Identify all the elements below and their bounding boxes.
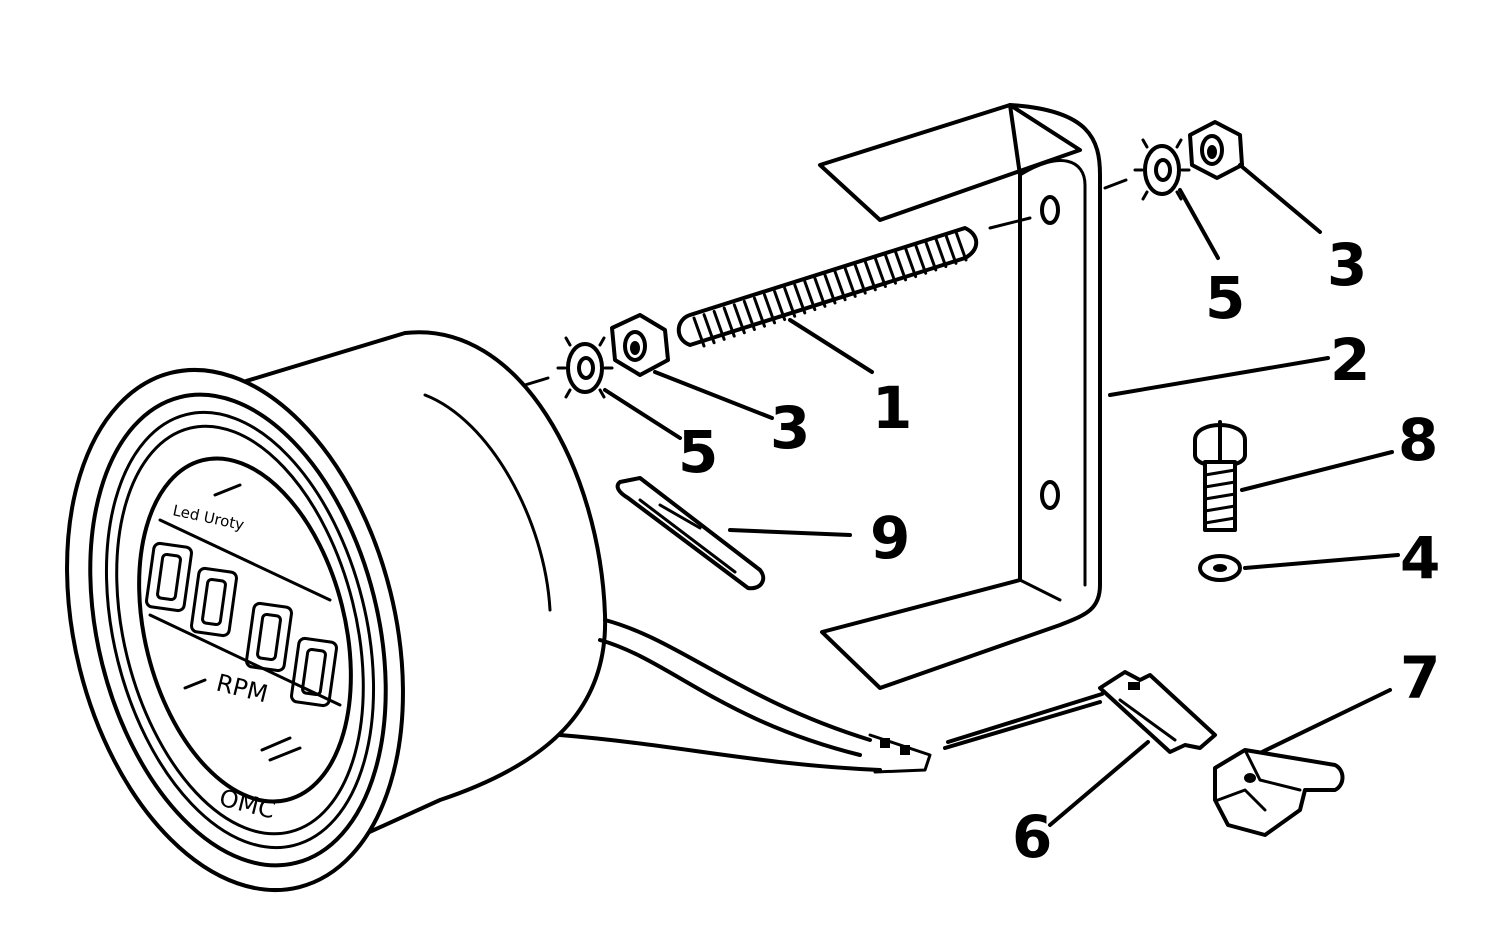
stud-thread-ridge xyxy=(944,233,958,265)
sensor-pin xyxy=(615,476,766,591)
leader-lines xyxy=(603,163,1400,827)
stud-thread-ridge xyxy=(863,260,877,292)
stud-thread-ridge xyxy=(752,296,766,328)
stud-thread-ridge xyxy=(773,290,787,322)
stud-thread-ridge xyxy=(712,309,726,341)
callout-6: 6 xyxy=(1012,803,1052,871)
stud-thread-ridge xyxy=(883,253,897,285)
gauge-bezel xyxy=(65,367,405,893)
callout-1: 1 xyxy=(872,374,912,442)
hex-nut-inner xyxy=(610,313,670,377)
stud-thread-ridge xyxy=(894,250,908,282)
stud-thread-ridge xyxy=(954,230,968,262)
stud-thread-ridge xyxy=(793,283,807,315)
stud-thread-ridge xyxy=(803,280,817,312)
callout-9: 9 xyxy=(870,504,910,572)
star-washer xyxy=(1198,554,1242,582)
stud-thread-ridge xyxy=(914,243,928,275)
callout-labels: 1 2 3 3 4 5 5 6 7 8 9 xyxy=(678,231,1440,871)
stud-thread-ridge xyxy=(904,247,918,279)
stud-thread-ridge xyxy=(732,303,746,335)
stud-thread-ridge xyxy=(934,237,948,269)
callout-3-inner: 3 xyxy=(770,394,810,462)
callout-5-outer: 5 xyxy=(1205,264,1245,332)
lock-washer-inner xyxy=(523,336,614,399)
stud-thread-ridge xyxy=(873,256,887,288)
stud-thread-ridge xyxy=(783,286,797,318)
stud-thread-ridge xyxy=(813,276,827,308)
stud-thread-ridge xyxy=(763,293,777,325)
callout-3-outer: 3 xyxy=(1327,231,1367,299)
stud-thread-ridge xyxy=(823,273,837,305)
callout-8: 8 xyxy=(1398,406,1438,474)
callout-5-inner: 5 xyxy=(678,418,718,486)
wire-terminal xyxy=(943,670,1217,754)
stud-thread-ridge xyxy=(692,316,706,348)
stud-thread-ridge xyxy=(843,266,857,298)
threaded-stud xyxy=(676,216,1032,348)
connector-boot xyxy=(1213,748,1345,837)
stud-thread-ridge xyxy=(702,313,716,345)
stud-thread-ridge xyxy=(853,263,867,295)
callout-4: 4 xyxy=(1400,524,1440,592)
led-digit-display xyxy=(145,541,338,708)
stud-thread-ridge xyxy=(924,240,938,272)
stud-thread-ridge xyxy=(742,299,756,331)
gauge-face xyxy=(137,456,353,804)
wire-harness xyxy=(558,618,932,774)
stud-thread-ridge xyxy=(833,270,847,302)
callout-2: 2 xyxy=(1330,326,1370,394)
lock-washer-outer xyxy=(1103,138,1191,201)
stud-thread-ridge xyxy=(722,306,736,338)
mounting-bracket xyxy=(818,103,1102,690)
callout-7: 7 xyxy=(1400,644,1440,712)
slotted-screw xyxy=(1193,420,1247,532)
tachometer-gauge: Led Uroty RPM OMC xyxy=(65,330,608,893)
hex-nut-outer xyxy=(1188,120,1244,180)
